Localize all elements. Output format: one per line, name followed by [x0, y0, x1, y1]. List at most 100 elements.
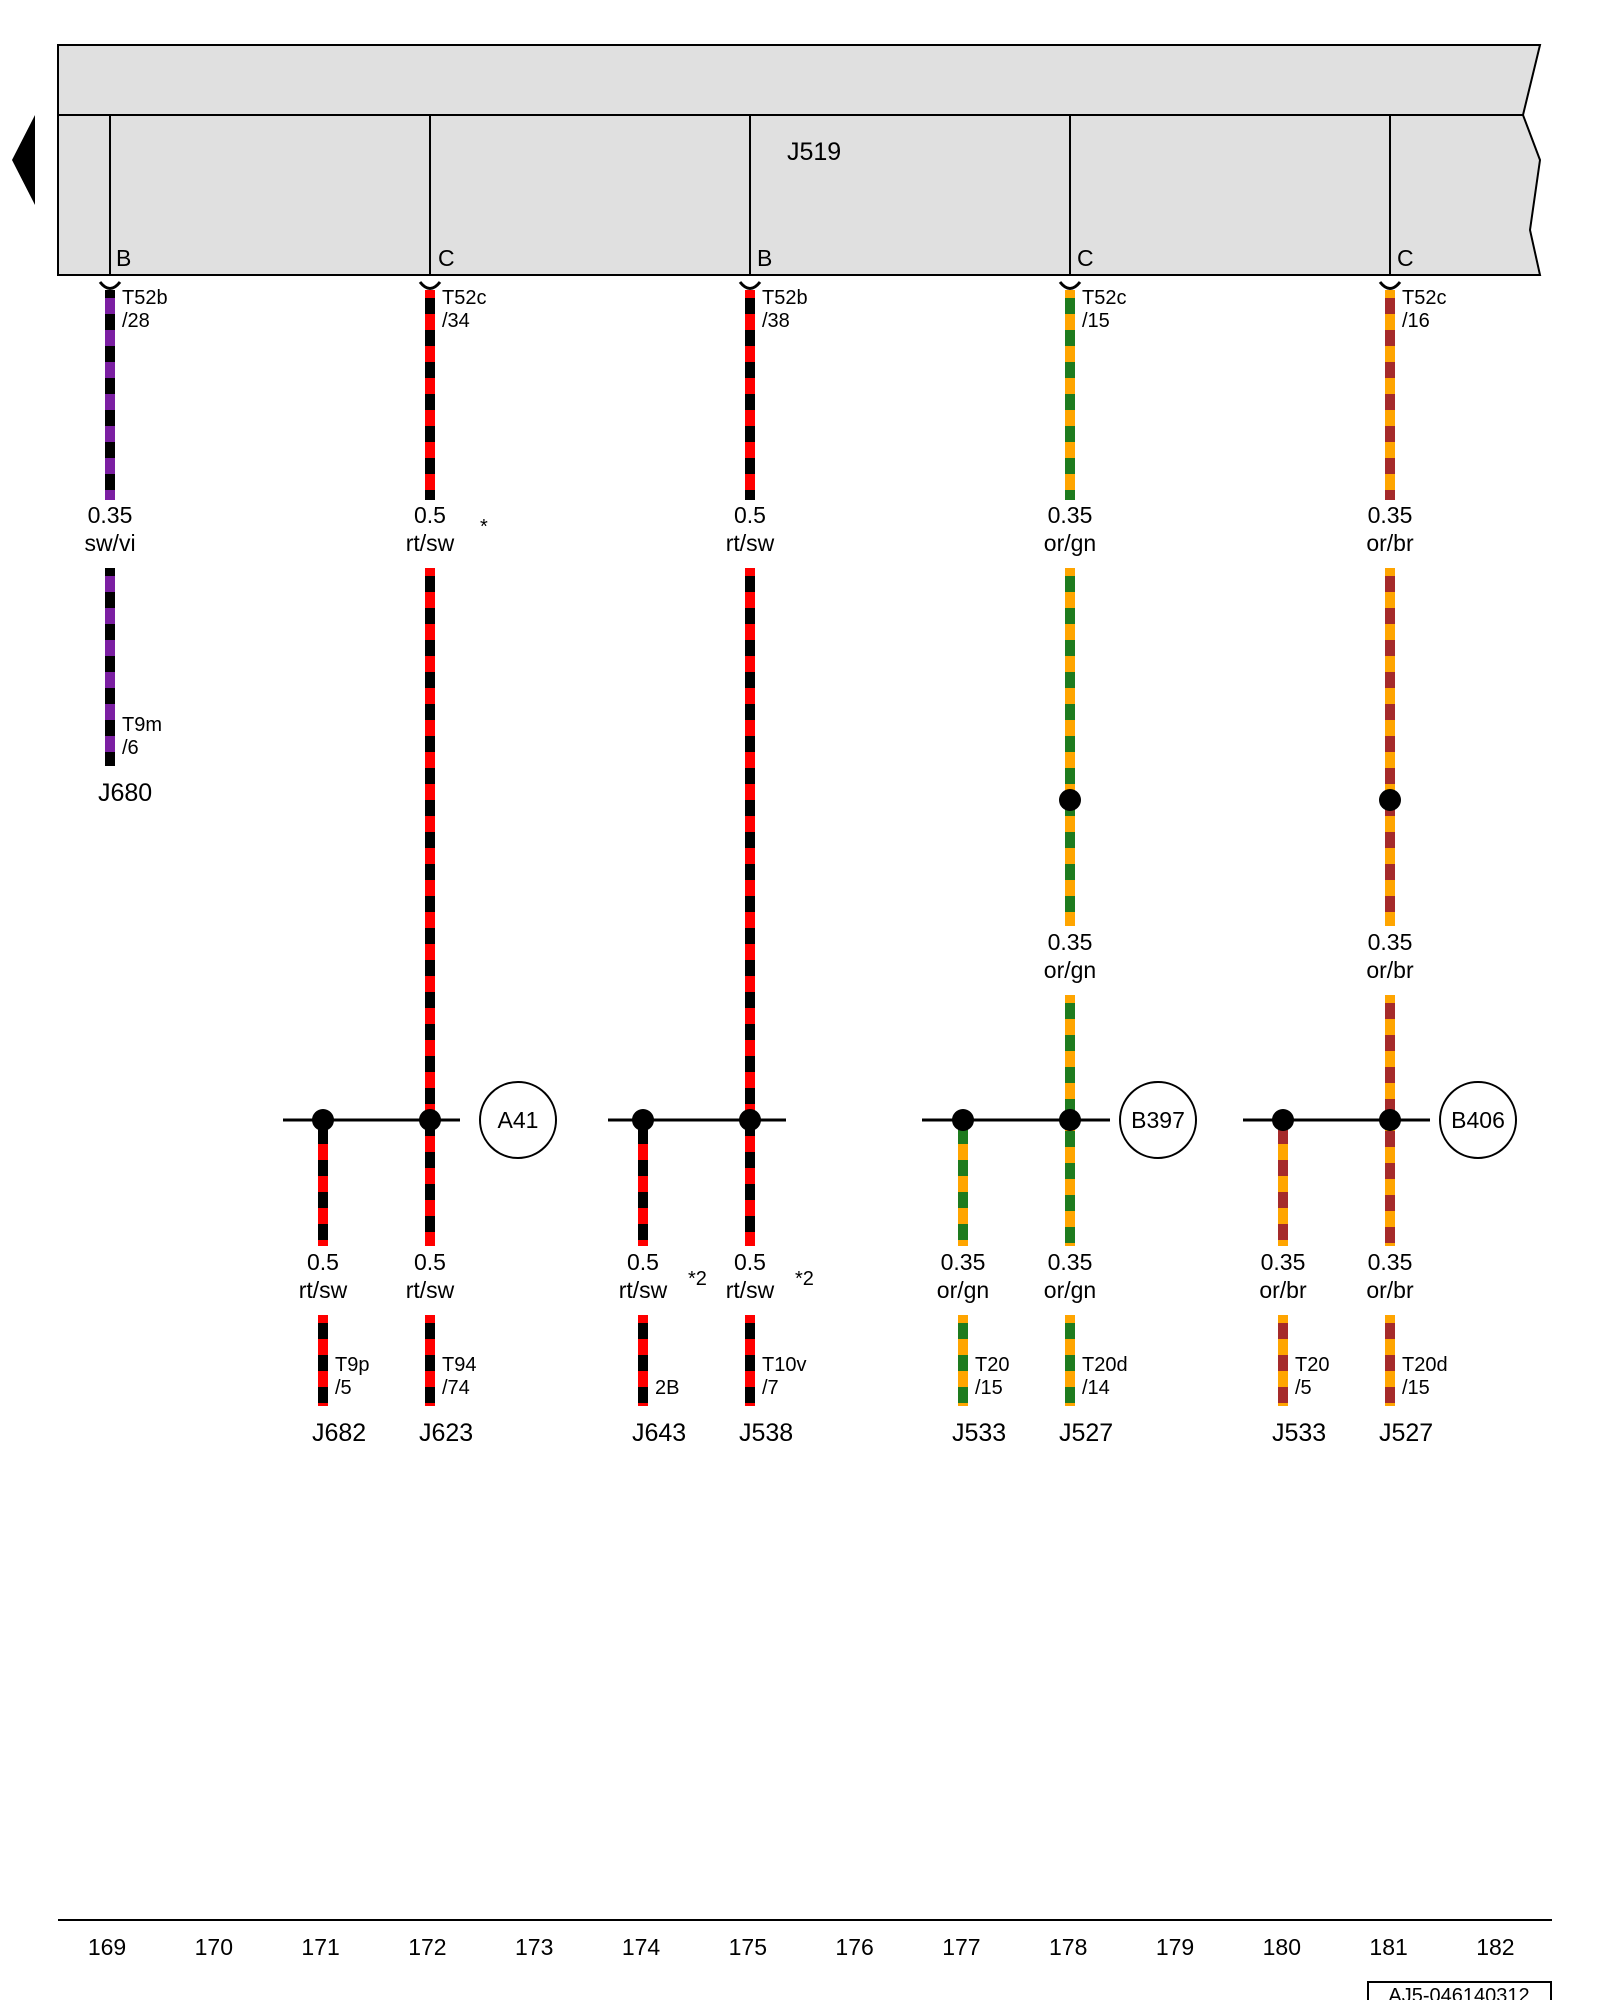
- wire-color-code: or/br: [1366, 957, 1414, 983]
- wire-stripe: [1278, 1224, 1288, 1240]
- wire-stripe: [1065, 608, 1075, 624]
- wire-stripe: [745, 832, 755, 848]
- wire-stripe: [1385, 1035, 1395, 1051]
- wire-stripe: [1385, 458, 1395, 474]
- pin-label: /15: [1082, 310, 1110, 332]
- connector-label: T52b: [122, 287, 168, 309]
- wire-gauge: 0.5: [734, 502, 766, 528]
- pin-label: /5: [335, 1377, 352, 1399]
- pin-label: /14: [1082, 1377, 1110, 1399]
- wire-stripe: [1385, 426, 1395, 442]
- wire-color-code: rt/sw: [726, 1277, 775, 1303]
- wire-stripe: [1385, 362, 1395, 378]
- wire-gauge: 0.5: [307, 1249, 339, 1275]
- doc-id: AJ5-046140312: [1388, 1985, 1529, 2000]
- junction-circle: [1439, 1081, 1517, 1159]
- wire-gauge: 0.35: [1368, 1249, 1413, 1275]
- wire-segment: [1278, 1120, 1288, 1246]
- pin-label: /7: [762, 1377, 779, 1399]
- wire-stripe: [1065, 864, 1075, 880]
- splice-dot: [1379, 789, 1401, 811]
- connector-label: T9p: [335, 1354, 369, 1376]
- junction-markers: A41 B397 B406: [479, 1081, 1517, 1159]
- wire-stripe: [105, 298, 115, 314]
- pin-label: /34: [442, 310, 470, 332]
- wire-stripe: [1385, 1003, 1395, 1019]
- wire-stripe: [745, 864, 755, 880]
- junction-circle: [479, 1081, 557, 1159]
- wire-gauge: 0.35: [1048, 502, 1093, 528]
- wire-gauge: 0.35: [1048, 929, 1093, 955]
- track-number: 177: [942, 1934, 980, 1960]
- wire-stripe: [745, 704, 755, 720]
- wire-stripe: [745, 672, 755, 688]
- wire-stripe: [105, 490, 115, 500]
- wire-stripe: [425, 864, 435, 880]
- wire-stripe: [105, 458, 115, 474]
- wire-stripe: [638, 1128, 648, 1144]
- wire-stripe: [1065, 1067, 1075, 1083]
- component-label: J533: [952, 1419, 1006, 1447]
- track-number: 178: [1049, 1934, 1087, 1960]
- wire-stripe: [1065, 298, 1075, 314]
- block-label: C: [1397, 245, 1414, 271]
- wire-stripe: [745, 736, 755, 752]
- wire-color-code: rt/sw: [619, 1277, 668, 1303]
- wire-stripe: [745, 640, 755, 656]
- wire-stripe: [1065, 704, 1075, 720]
- wire-stripe: [745, 928, 755, 944]
- wire-stripe: [425, 426, 435, 442]
- splice-dot: [1379, 1109, 1401, 1131]
- control-unit-label: J519: [787, 138, 841, 166]
- wire-color-code: sw/vi: [84, 530, 135, 556]
- wire-stripe: [1065, 768, 1075, 784]
- connector-label: T52c: [442, 287, 486, 309]
- wire-stripe: [745, 1152, 755, 1168]
- wire-stripe: [1385, 608, 1395, 624]
- wire-stripe: [745, 1088, 755, 1104]
- pin-label: /74: [442, 1377, 470, 1399]
- wire-stripe: [958, 1128, 968, 1144]
- wire-stripe: [1065, 394, 1075, 410]
- pin-label: /5: [1295, 1377, 1312, 1399]
- wire-stripe: [425, 1355, 435, 1371]
- pin-label: /16: [1402, 310, 1430, 332]
- junction-label: B406: [1451, 1107, 1505, 1133]
- wire-stripe: [1385, 298, 1395, 314]
- wire-stripe: [958, 1224, 968, 1240]
- wire-stripe: [425, 490, 435, 500]
- wire-stripe: [1065, 1355, 1075, 1371]
- wire-stripe: [1065, 1035, 1075, 1051]
- wire-stripe: [425, 800, 435, 816]
- wire-stripe: [745, 1387, 755, 1403]
- wire-stripe: [745, 458, 755, 474]
- wire-stripe: [425, 362, 435, 378]
- wire-color-code: or/gn: [1044, 530, 1096, 556]
- wire-stripe: [638, 1160, 648, 1176]
- connector-label: T52c: [1082, 287, 1126, 309]
- wire-stripe: [1385, 832, 1395, 848]
- wire-stripe: [1385, 896, 1395, 912]
- wire-color-code: or/br: [1366, 1277, 1414, 1303]
- connector-label: T20: [975, 1354, 1009, 1376]
- wire-gauge: 0.35: [1368, 929, 1413, 955]
- wire-gauge: 0.5: [414, 1249, 446, 1275]
- wire-color-code: or/gn: [1044, 957, 1096, 983]
- wire-stripe: [745, 896, 755, 912]
- wire-stripe: [425, 896, 435, 912]
- wire-stripe: [1065, 672, 1075, 688]
- wire-stripe: [105, 704, 115, 720]
- junction-label: A41: [498, 1107, 539, 1133]
- pin-label: 2B: [655, 1377, 679, 1399]
- wire-stripe: [1385, 1099, 1395, 1115]
- wire-stripe: [1065, 576, 1075, 592]
- wire-stripe: [1065, 736, 1075, 752]
- wire-stripe: [1385, 330, 1395, 346]
- wire-stripe: [745, 1323, 755, 1339]
- wire-stripe: [1065, 1131, 1075, 1147]
- wire-stripe: [425, 960, 435, 976]
- block-label: B: [116, 245, 131, 271]
- wire-stripe: [745, 362, 755, 378]
- wire-stripe: [1385, 1163, 1395, 1179]
